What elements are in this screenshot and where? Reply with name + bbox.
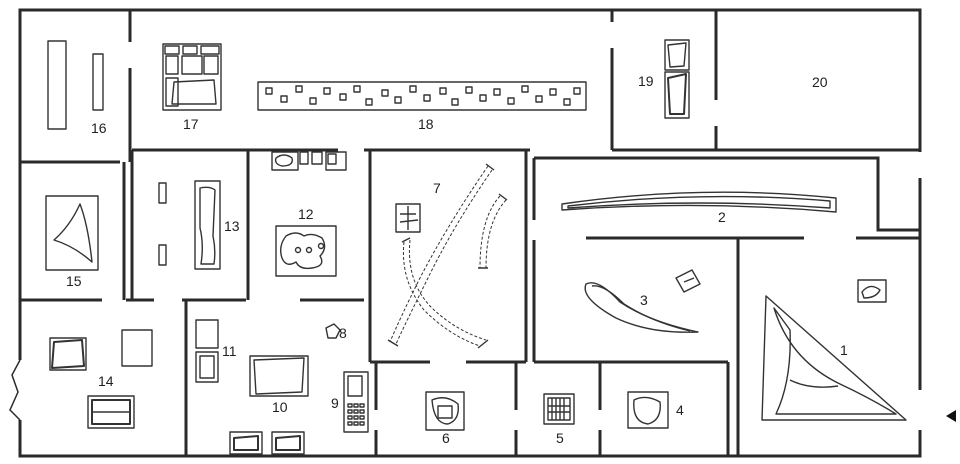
room-label-17: 17 (183, 116, 199, 132)
artwork-13b (158, 244, 167, 266)
artwork-2 (561, 191, 837, 213)
artwork-9 (343, 371, 369, 433)
room-label-4: 4 (676, 402, 684, 418)
room-label-9: 9 (331, 395, 339, 411)
artwork-5 (543, 393, 575, 425)
room-label-7: 7 (433, 180, 441, 196)
artwork-1 (761, 295, 907, 421)
room-label-3: 3 (640, 292, 648, 308)
artwork-18 (257, 81, 587, 111)
artwork-4 (627, 391, 669, 429)
room-labels: 1 2 3 4 5 6 7 8 9 10 11 12 13 14 15 16 1… (66, 73, 848, 446)
room-label-12: 12 (298, 206, 314, 222)
room-label-5: 5 (556, 430, 564, 446)
artwork-7-grid (395, 203, 421, 233)
artwork-8 (325, 323, 341, 339)
artwork-7-arc (478, 193, 508, 269)
room-label-6: 6 (442, 430, 450, 446)
artwork-11 (195, 319, 219, 383)
artwork-19 (664, 39, 690, 119)
artwork-7-cross (401, 237, 489, 349)
room-label-1: 1 (840, 342, 848, 358)
room-label-13: 13 (224, 218, 240, 234)
room-label-18: 18 (418, 116, 434, 132)
artwork-3-small (675, 269, 701, 293)
room-label-2: 2 (718, 209, 726, 225)
room-label-8: 8 (339, 325, 347, 341)
artwork-13a (158, 182, 167, 204)
artworks (45, 39, 907, 455)
artwork-12-small (271, 151, 347, 171)
room-label-16: 16 (91, 120, 107, 136)
room-label-15: 15 (66, 273, 82, 289)
interior-walls (20, 10, 920, 456)
artwork-10-bottom (229, 431, 305, 455)
entrance-arrow-icon (946, 410, 956, 422)
artwork-16b (92, 53, 104, 111)
artwork-6 (425, 391, 465, 431)
room-label-10: 10 (272, 399, 288, 415)
artwork-7-large-curve (387, 163, 495, 347)
room-label-20: 20 (812, 74, 828, 90)
artwork-1-small (857, 279, 887, 303)
artwork-14 (49, 329, 153, 429)
artwork-10 (249, 355, 309, 397)
room-label-19: 19 (638, 73, 654, 89)
artwork-12 (275, 225, 337, 277)
artwork-3 (584, 282, 699, 333)
room-label-14: 14 (98, 373, 114, 389)
outer-walls (9, 8, 922, 458)
artwork-17 (162, 43, 222, 111)
artwork-15 (45, 195, 99, 271)
room-label-11: 11 (222, 343, 237, 359)
artwork-16a (47, 40, 67, 130)
artwork-13c (194, 180, 221, 270)
